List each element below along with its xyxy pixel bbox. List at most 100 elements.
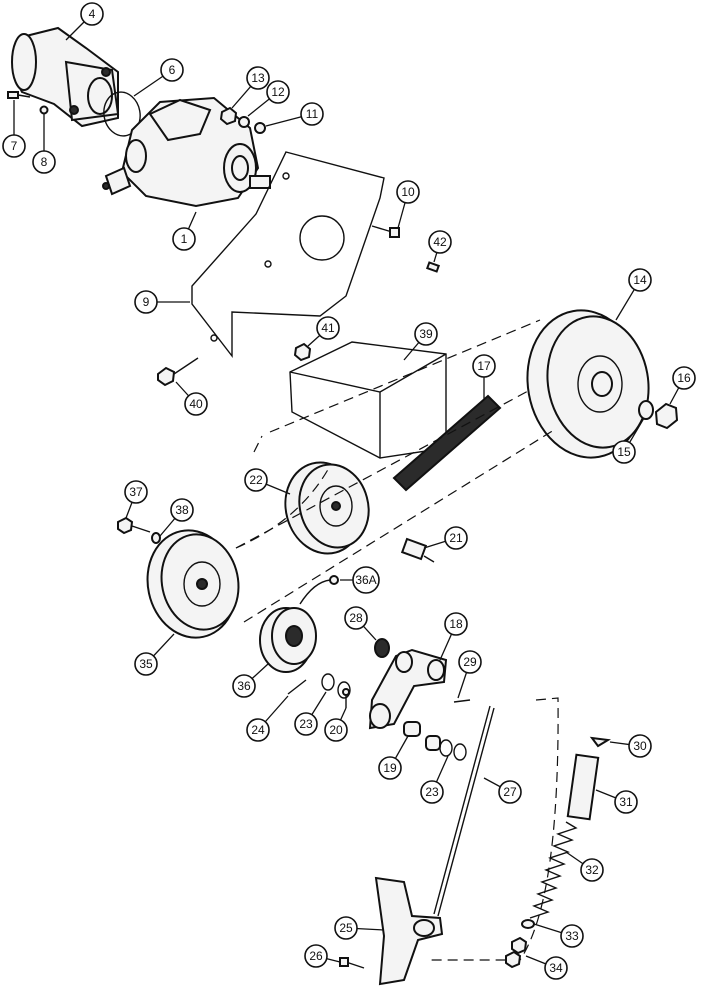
tension-rod (433, 705, 495, 917)
callout-number: 22 (249, 473, 263, 487)
pulley-washer (638, 400, 654, 420)
callout-23b: 23 (420, 755, 449, 804)
callout-circle (134, 652, 158, 676)
callout-30: 30 (609, 734, 652, 758)
spring-tube (566, 753, 600, 821)
callout-circle (628, 268, 652, 292)
callout-number: 7 (11, 139, 18, 153)
callout-circle (396, 180, 420, 204)
callout-circle (472, 354, 496, 378)
callout-circle (672, 366, 696, 390)
callout-number: 28 (349, 611, 363, 625)
callout-number: 23 (425, 785, 439, 799)
callout-number: 13 (251, 71, 265, 85)
callout-number: 26 (309, 949, 323, 963)
motor-bolt (7, 91, 31, 99)
callout-40: 40 (175, 381, 208, 416)
callout-circle (614, 790, 638, 814)
callout-circle (2, 134, 26, 158)
callout-circle (80, 2, 104, 26)
callout-circle (560, 924, 584, 948)
spacer-washer (321, 673, 335, 691)
callout-circle (414, 322, 438, 346)
callout-34: 34 (525, 955, 568, 980)
callout-number: 42 (433, 235, 447, 249)
callout-number: 35 (139, 657, 153, 671)
callout-circle (580, 858, 604, 882)
bracket-nut (293, 342, 312, 362)
idler-arm (368, 648, 448, 730)
callout-12: 12 (247, 80, 290, 117)
plate-mount-bolt (157, 357, 199, 387)
large-pulley (526, 309, 650, 459)
callout-circle (124, 480, 148, 504)
callout-circle (246, 66, 270, 90)
callout-10: 10 (396, 180, 420, 229)
plate-bolt (371, 225, 400, 238)
pivot-washer (374, 638, 390, 658)
callout-39: 39 (403, 322, 438, 361)
callout-38: 38 (159, 498, 194, 537)
callout-circle (352, 566, 380, 594)
callout-number: 12 (271, 85, 285, 99)
callout-22: 22 (244, 468, 291, 495)
callout-number: 8 (41, 155, 48, 169)
callout-circle (458, 650, 482, 674)
callout-35: 35 (134, 633, 175, 676)
callout-42: 42 (428, 230, 452, 263)
pedal-bolt (339, 957, 365, 969)
callout-circle (32, 150, 56, 174)
callout-number: 29 (463, 655, 477, 669)
drive-pulley (146, 529, 240, 639)
cotter-pin (342, 688, 350, 708)
idler-bracket (289, 341, 447, 459)
callout-36: 36 (232, 663, 269, 698)
callout-number: 34 (549, 961, 563, 975)
bushing-washer (439, 739, 453, 757)
callout-36A: 36A (340, 566, 380, 594)
callout-circle (316, 316, 340, 340)
callout-14: 14 (615, 268, 652, 321)
callout-number: 15 (617, 445, 631, 459)
callout-number: 23 (299, 717, 313, 731)
pump-washer (238, 116, 250, 128)
callout-number: 38 (175, 503, 189, 517)
motor-washer (39, 105, 49, 115)
pedal-lever (374, 876, 444, 986)
callout-circle (160, 58, 184, 82)
spring-outline (426, 697, 559, 961)
bushing (403, 721, 421, 737)
callout-circle (420, 780, 444, 804)
callout-circle (444, 526, 468, 550)
callout-15: 15 (612, 417, 645, 464)
idler-pulley (284, 461, 370, 555)
callout-7: 7 (2, 100, 26, 158)
callout-number: 39 (419, 327, 433, 341)
tension-spring (529, 821, 578, 919)
callout-circle (294, 712, 318, 736)
callout-23a: 23 (294, 691, 327, 736)
callout-33: 33 (533, 923, 584, 948)
callout-number: 36A (355, 573, 376, 587)
callout-28: 28 (344, 606, 377, 641)
callout-circle (134, 290, 158, 314)
callout-8: 8 (32, 114, 56, 174)
callout-26: 26 (304, 944, 341, 968)
callout-31: 31 (595, 789, 638, 814)
callout-circle (378, 756, 402, 780)
callout-27: 27 (483, 777, 522, 804)
hydraulic-motor (11, 26, 120, 128)
callout-16: 16 (669, 366, 696, 405)
callout-circle (444, 612, 468, 636)
idler-spacer (400, 537, 435, 563)
spring-washer (521, 919, 535, 929)
callout-29: 29 (457, 650, 482, 699)
callout-number: 1 (181, 232, 188, 246)
pivot-pin (287, 679, 307, 695)
callout-32: 32 (565, 851, 604, 882)
belt-path (235, 319, 555, 623)
callout-circle (300, 102, 324, 126)
o-ring (103, 91, 141, 137)
taper-hub (259, 607, 317, 673)
